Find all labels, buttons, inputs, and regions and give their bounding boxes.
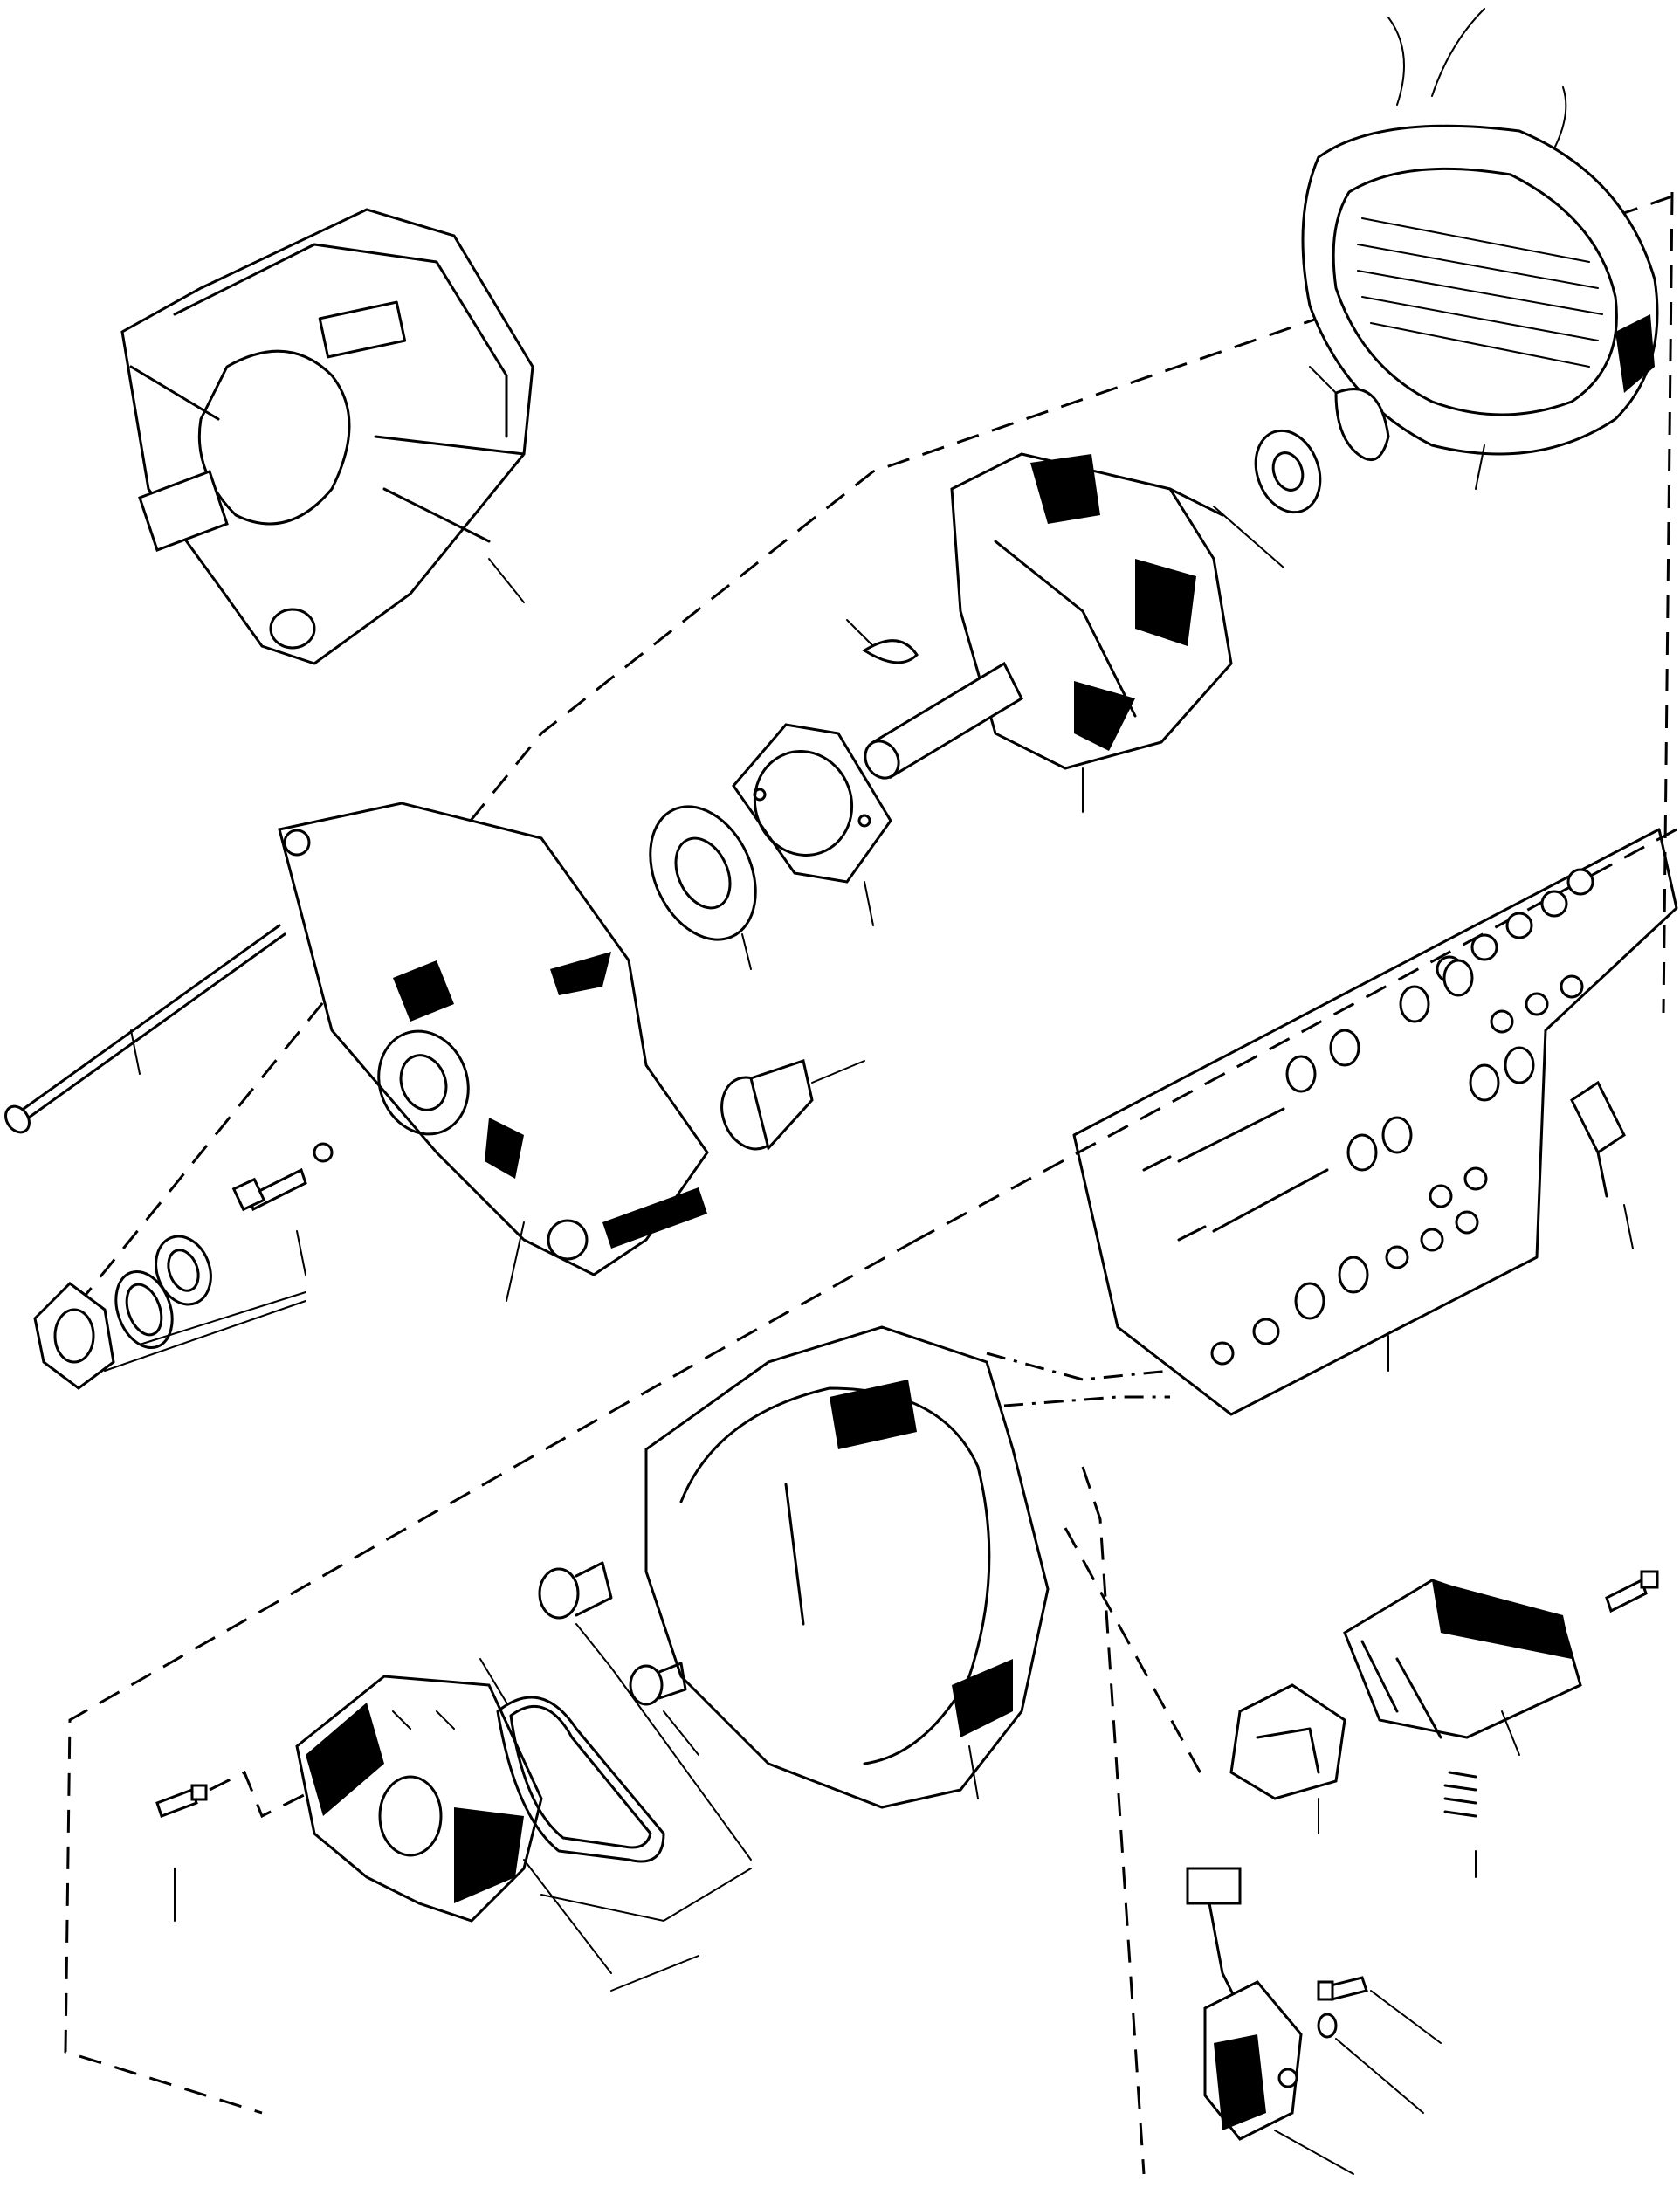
bolt (231, 1167, 307, 1212)
through-bolt (4, 924, 286, 1134)
alternator-assembly (120, 208, 534, 665)
suppression-capacitor (1186, 1867, 1303, 2141)
rectifier-screw (155, 1770, 315, 1922)
slip-ring-end-housing (644, 1325, 1050, 1809)
rotor-bearing (1254, 429, 1322, 514)
assembly-dashed-lines (51, 191, 1677, 2175)
cap-2 (629, 1662, 699, 1756)
regulator-brush-holder (1343, 1579, 1582, 1756)
spacer (155, 1235, 212, 1306)
capacitor-screw (1317, 1976, 1442, 2044)
kit-row-3 (1346, 1046, 1535, 1208)
cap-1 (538, 1561, 752, 1861)
rectifier-bridge (295, 1675, 612, 1974)
terminal-stud (1570, 1080, 1634, 1249)
bearing-shim (1309, 366, 1390, 462)
front-bearing (649, 805, 757, 970)
bushing (720, 1059, 865, 1152)
lock-washer (114, 1269, 174, 1350)
terminal-hardware-kit (1072, 828, 1678, 1416)
leader-capacitor (1274, 2130, 1354, 2175)
rotor (864, 452, 1284, 813)
kit-row-2 (1285, 959, 1584, 1093)
leader-rectifier-ref (610, 1955, 699, 1992)
leader-rectifier-group (540, 1868, 752, 1923)
kit-row-4 (1210, 1210, 1479, 1366)
brush-holder-bolt (1605, 1570, 1659, 1613)
capacitor-washer (1317, 2013, 1424, 2114)
leader-nut-group (104, 1291, 306, 1372)
washer (296, 1142, 334, 1276)
brush-plate (1229, 1683, 1346, 1834)
stator (1301, 8, 1659, 490)
brush-spring (1443, 1771, 1477, 1878)
drive-end-housing (278, 802, 709, 1302)
pulley-nut (33, 1282, 115, 1390)
woodruff-key (846, 619, 919, 664)
bearing-retainer-plate (732, 723, 892, 926)
insulator-gasket (479, 1658, 665, 1863)
